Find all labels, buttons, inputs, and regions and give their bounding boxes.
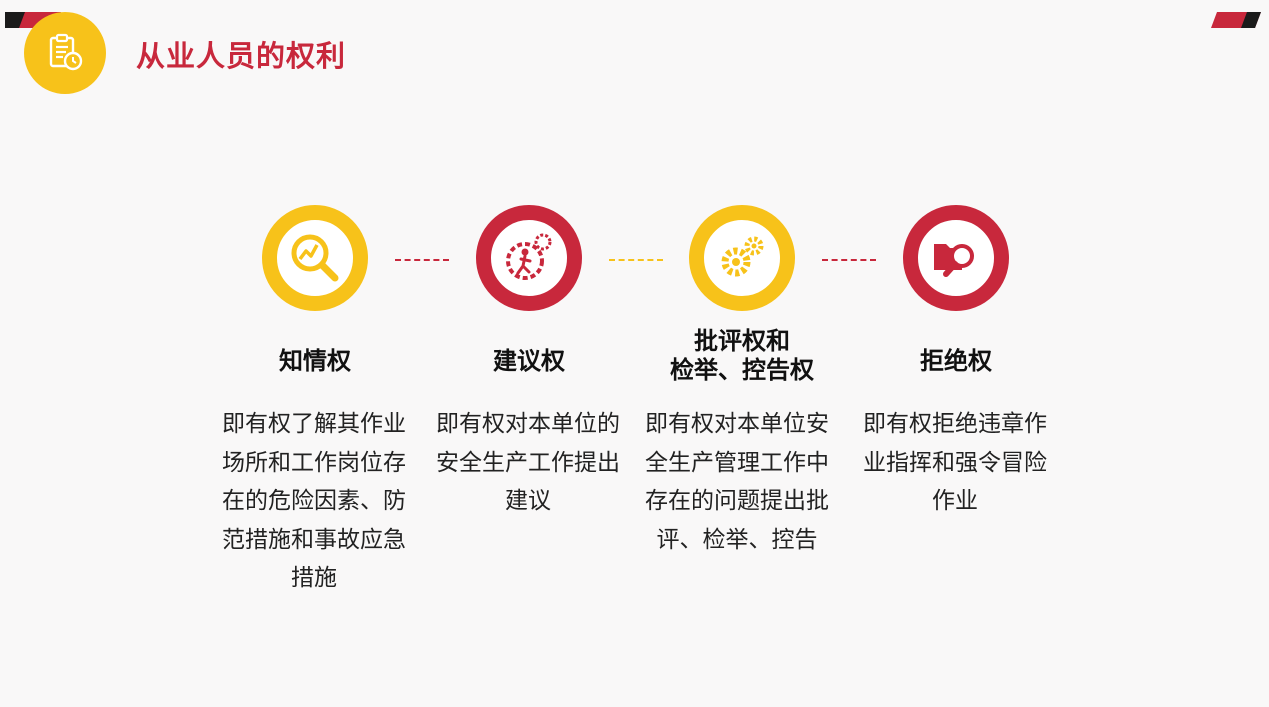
right-title-3: 批评权和 检举、控告权 bbox=[670, 327, 814, 384]
corner-stripe-right bbox=[1211, 12, 1261, 28]
gears-icon bbox=[721, 236, 764, 277]
page-title: 从业人员的权利 bbox=[136, 39, 347, 73]
right-icon-circle-4 bbox=[903, 205, 1009, 311]
right-description-2: 即有权对本单位的安全生产工作提出建议 bbox=[436, 411, 620, 514]
clipboard-clock-icon bbox=[49, 33, 83, 71]
header-badge bbox=[24, 12, 106, 94]
right-icon-circle-2 bbox=[476, 205, 582, 311]
right-icon-circle-3 bbox=[689, 205, 795, 311]
right-description-4: 即有权拒绝违章作业指挥和强令冒险作业 bbox=[863, 411, 1047, 514]
right-description-1: 即有权了解其作业场所和工作岗位存在的危险因素、防范措施和事故应急措施 bbox=[222, 411, 406, 591]
right-title-2: 建议权 bbox=[493, 347, 565, 375]
folder-search-icon bbox=[934, 244, 974, 277]
magnifier-chart-icon bbox=[291, 234, 339, 282]
right-title-4: 拒绝权 bbox=[920, 347, 992, 375]
connector-2 bbox=[609, 259, 663, 261]
right-description-3: 即有权对本单位安全生产管理工作中存在的问题提出批评、检举、控告 bbox=[645, 411, 829, 553]
connector-3 bbox=[822, 259, 876, 261]
right-title-1: 知情权 bbox=[279, 347, 351, 375]
right-icon-circle-1 bbox=[262, 205, 368, 311]
connector-1 bbox=[395, 259, 449, 261]
person-gear-icon bbox=[506, 233, 552, 280]
